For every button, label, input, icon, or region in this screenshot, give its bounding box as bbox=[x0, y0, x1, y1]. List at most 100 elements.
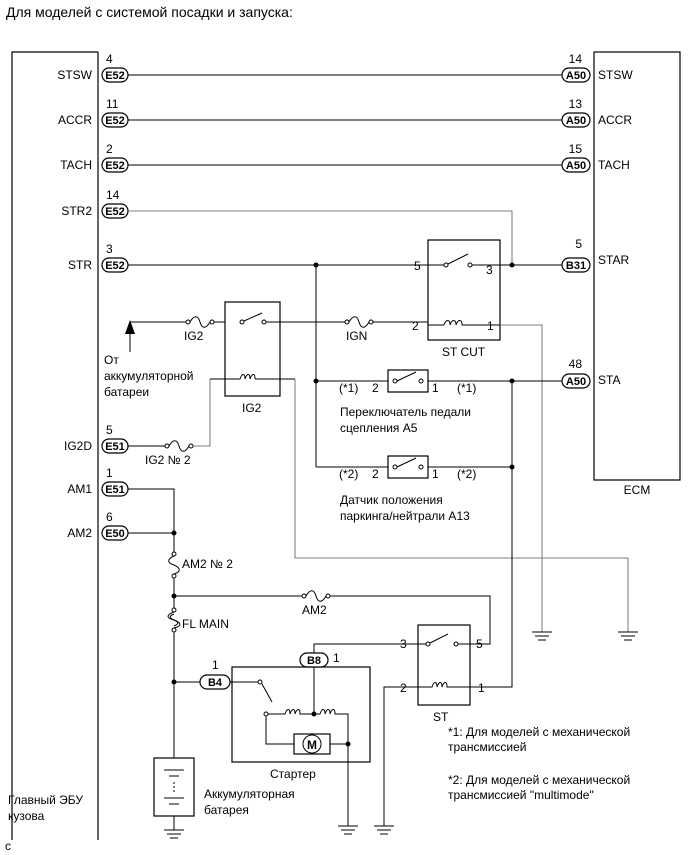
from-battery-2: аккумуляторной bbox=[104, 369, 194, 383]
body-pin-num-am2: 6 bbox=[106, 510, 113, 524]
ecm-label: ECM bbox=[624, 483, 651, 497]
body-pin-name-ig2d: IG2D bbox=[64, 439, 92, 453]
corner-code: c bbox=[5, 839, 11, 853]
st-cut-pin-1: 1 bbox=[487, 319, 494, 333]
connector-label: E52 bbox=[105, 260, 125, 272]
fuse-terminal bbox=[209, 319, 215, 325]
ig2-relay bbox=[224, 301, 281, 397]
note-2-line-2: трансмиссией "multimode" bbox=[448, 788, 594, 802]
clutch-label-1: Переключатель педали bbox=[340, 405, 471, 419]
from-battery-1: От bbox=[104, 353, 119, 367]
st-relay-switch-arm bbox=[429, 633, 449, 644]
park-neutral-switch bbox=[387, 455, 429, 479]
note-1-line-2: трансмиссией bbox=[448, 740, 527, 754]
fuse-terminal bbox=[171, 627, 177, 633]
wire-ig2-coil-ground bbox=[294, 379, 629, 632]
connector-label: E52 bbox=[105, 115, 125, 127]
ground-symbol bbox=[338, 825, 358, 835]
park-switch-arm bbox=[396, 457, 417, 468]
fuse-label-ig2-no2: IG2 № 2 bbox=[145, 453, 191, 467]
clutch-pin-2: 2 bbox=[372, 381, 379, 395]
diagram-title: Для моделей с системой посадки и запуска… bbox=[6, 4, 293, 20]
ecm-pin-name-star: STAR bbox=[598, 253, 629, 267]
park-pin-2: 2 bbox=[372, 467, 379, 481]
note-2-line-1: *2: Для моделей с механической bbox=[448, 773, 630, 787]
fuse-terminal bbox=[171, 551, 177, 557]
connector-label: A50 bbox=[566, 376, 586, 388]
contact-dot bbox=[257, 679, 263, 685]
ground-symbol bbox=[532, 631, 552, 641]
body-ecu-label-2: кузова bbox=[8, 809, 45, 823]
fuse-terminal bbox=[185, 319, 191, 325]
fl-main-fuse-inner bbox=[169, 613, 179, 627]
body-pin-name-am2: AM2 bbox=[67, 526, 92, 540]
ig2-relay-label: IG2 bbox=[242, 401, 262, 415]
ecm-pin-num-accr: 13 bbox=[569, 97, 583, 111]
connector-label: A50 bbox=[566, 115, 586, 127]
connector-label: B4 bbox=[208, 677, 223, 689]
body-pin-num-tach: 2 bbox=[106, 142, 113, 156]
contact-dot bbox=[418, 378, 424, 384]
body-pin-name-am1: AM1 bbox=[67, 482, 92, 496]
junction-dot bbox=[509, 262, 515, 268]
park-tag-right: (*2) bbox=[457, 467, 476, 481]
contact-dot bbox=[239, 319, 245, 325]
st-cut-relay bbox=[427, 239, 501, 341]
wire-am2-to-st-relay bbox=[330, 595, 491, 645]
fuse-terminal bbox=[188, 443, 194, 449]
st-cut-coil bbox=[428, 320, 500, 326]
ecm-pin-name-stsw: STSW bbox=[598, 68, 633, 82]
battery-label-2: батарея bbox=[204, 803, 249, 817]
fuse-terminal bbox=[368, 319, 374, 325]
ecm-pin-num-tach: 15 bbox=[569, 142, 583, 156]
connector-label: B8 bbox=[307, 655, 321, 667]
fuse-terminal bbox=[171, 607, 177, 613]
am2-no2-fuse bbox=[168, 555, 180, 575]
ecm-pin-num-star: 5 bbox=[575, 237, 582, 251]
connector-label: E50 bbox=[105, 528, 125, 540]
starter-label: Стартер bbox=[270, 767, 316, 781]
st-relay-pin-1: 1 bbox=[478, 681, 485, 695]
junction-dot bbox=[171, 530, 177, 536]
st-relay-pin-3: 3 bbox=[400, 637, 407, 651]
st-relay-coil bbox=[418, 682, 470, 688]
body-pin-name-str2: STR2 bbox=[61, 204, 92, 218]
ign-fuse bbox=[348, 316, 370, 328]
clutch-switch bbox=[387, 369, 429, 393]
wire-sta-to-st-coil bbox=[488, 381, 513, 688]
body-pin-num-am1: 1 bbox=[106, 466, 113, 480]
ecm-pin-name-sta: STA bbox=[598, 373, 620, 387]
body-pin-num-str: 3 bbox=[106, 242, 113, 256]
st-relay-pin-2: 2 bbox=[400, 681, 407, 695]
starter-solenoid-arm bbox=[261, 683, 273, 703]
starter-coils bbox=[268, 709, 349, 744]
connector-label: A50 bbox=[566, 160, 586, 172]
ground-symbol bbox=[374, 825, 394, 835]
fuse-terminal bbox=[164, 443, 170, 449]
fuse-terminal bbox=[344, 319, 350, 325]
contact-dot bbox=[443, 262, 449, 268]
arrow-up-icon bbox=[125, 320, 135, 334]
ig2-relay-coil bbox=[210, 374, 295, 380]
starter-wire-to-motor bbox=[265, 716, 294, 745]
body-pin-name-accr: ACCR bbox=[58, 113, 92, 127]
fuse-terminal bbox=[301, 593, 307, 599]
b4-pin: 1 bbox=[212, 658, 219, 672]
st-cut-pin-2: 2 bbox=[412, 319, 419, 333]
park-pin-1: 1 bbox=[432, 467, 439, 481]
from-battery-3: батареи bbox=[104, 385, 149, 399]
ig2-fuse bbox=[189, 316, 211, 328]
wire-st-cut-ground bbox=[500, 324, 543, 632]
fuse-label-fl-main: FL MAIN bbox=[182, 617, 229, 631]
fuse-label-ig2: IG2 bbox=[184, 329, 204, 343]
wire-am1 bbox=[128, 488, 175, 552]
fuse-terminal bbox=[171, 573, 177, 579]
wire-st-relay-to-b8 bbox=[313, 643, 418, 653]
ecm-pin-name-accr: ACCR bbox=[598, 113, 632, 127]
connector-label: E52 bbox=[105, 206, 125, 218]
fuse-label-am2-no2: AM2 № 2 bbox=[182, 557, 233, 571]
contact-dot bbox=[418, 464, 424, 470]
body-pin-name-stsw: STSW bbox=[57, 68, 92, 82]
st-relay bbox=[417, 624, 471, 706]
